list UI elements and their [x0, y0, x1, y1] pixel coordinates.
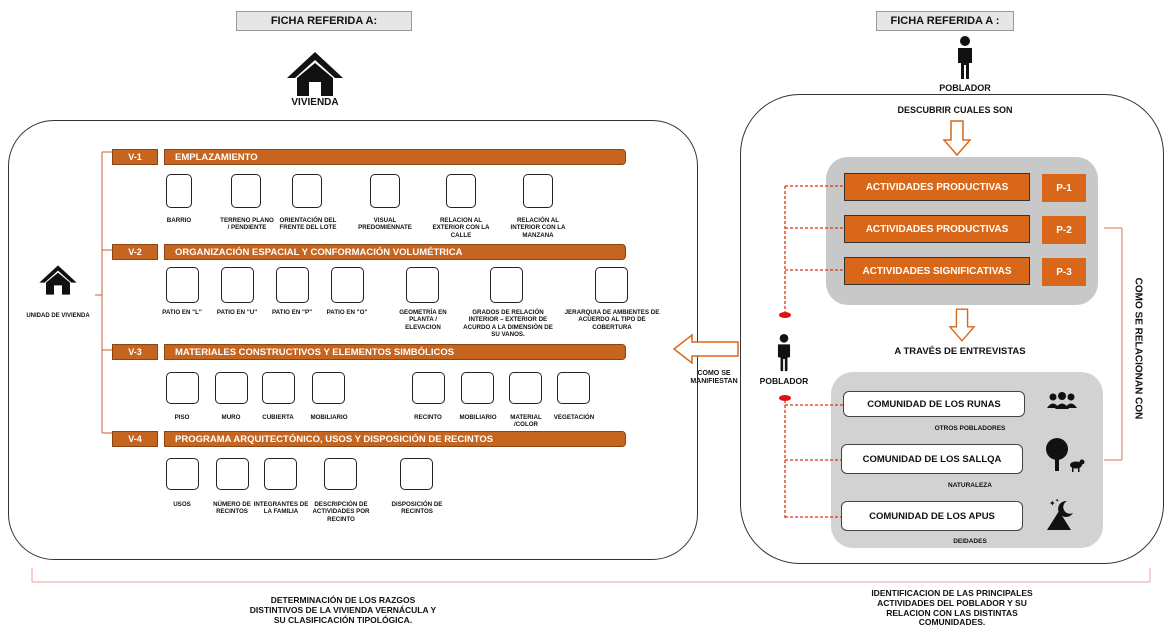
item-label: RECINTO	[414, 414, 442, 421]
item-label: RELACION AL EXTERIOR CON LA CALLE	[432, 217, 490, 239]
item-label: NÚMERO DE RECINTOS	[213, 501, 251, 516]
item-box	[324, 458, 357, 490]
left-header: FICHA REFERIDA A:	[236, 11, 412, 31]
item-label: TERRENO PLANO / PENDIENTE	[220, 217, 274, 232]
tree-animal-icon	[1046, 438, 1085, 472]
item-box	[166, 458, 199, 490]
item-box	[264, 458, 297, 490]
item-box	[595, 267, 628, 303]
item-box	[166, 267, 199, 303]
side-label: COMO SE RELACIONAN CON	[1132, 277, 1144, 419]
vivienda-title: VIVIENDA	[291, 97, 339, 108]
item-label: VEGETACIÓN	[553, 414, 595, 421]
activity-box: ACTIVIDADES SIGNIFICATIVAS	[844, 257, 1030, 285]
item-label: BARRIO	[166, 217, 192, 224]
activity-box: ACTIVIDADES PRODUCTIVAS	[844, 215, 1030, 243]
item-box	[446, 174, 476, 208]
activity-code: P-3	[1042, 258, 1086, 286]
community-box: COMUNIDAD DE LOS RUNAS	[843, 391, 1025, 417]
item-label: INTEGRANTES DE LA FAMILIA	[253, 501, 309, 516]
item-box	[166, 174, 192, 208]
right-header: FICHA REFERIDA A :	[876, 11, 1014, 31]
down-arrow-icon	[948, 308, 976, 342]
item-label: PATIO EN "P"	[271, 309, 312, 316]
activity-box: ACTIVIDADES PRODUCTIVAS	[844, 173, 1030, 201]
item-label: PATIO EN "U"	[216, 309, 258, 316]
house-icon	[39, 265, 77, 295]
section-title: MATERIALES CONSTRUCTIVOS Y ELEMENTOS SIM…	[164, 344, 626, 360]
item-label: GEOMETRÍA EN PLANTA / ELEVACION	[399, 309, 447, 331]
item-box	[509, 372, 542, 404]
community-caption: OTROS POBLADORES	[934, 425, 1006, 432]
discover-text: DESCUBRIR CUALES SON	[897, 105, 1013, 115]
community-box: COMUNIDAD DE LOS APUS	[841, 501, 1023, 531]
item-box	[292, 174, 322, 208]
item-label: CUBIERTA	[262, 414, 294, 421]
item-label: DESCRIPCIÓN DE ACTIVIDADES POR RECINTO	[312, 501, 370, 523]
item-box	[406, 267, 439, 303]
left-footer: DETERMINACIÓN DE LOS RAZGOS DISTINTIVOS …	[249, 595, 437, 625]
item-label: GRADOS DE RELACIÓN INTERIOR – EXTERIOR D…	[463, 309, 553, 339]
item-box	[412, 372, 445, 404]
item-box	[231, 174, 261, 208]
item-box	[276, 267, 309, 303]
item-label: MATERIAL /COLOR	[510, 414, 542, 429]
item-label: ORIENTACIÓN DEL FRENTE DEL LOTE	[279, 217, 337, 232]
item-label: MOBILIARIO	[459, 414, 497, 421]
item-box	[215, 372, 248, 404]
section-tag: V-3	[112, 344, 158, 360]
item-box	[166, 372, 199, 404]
item-box	[400, 458, 433, 490]
item-label: MURO	[221, 414, 241, 421]
arrow-label: COMO SE MANIFIESTAN	[690, 370, 738, 386]
item-label: MOBILIARIO	[310, 414, 348, 421]
item-label: RELACIÓN AL INTERIOR CON LA MANZANA	[510, 217, 566, 239]
community-caption: DEIDADES	[953, 538, 987, 545]
item-box	[216, 458, 249, 490]
item-label: PATIO EN "L"	[162, 309, 202, 316]
item-box	[461, 372, 494, 404]
poblador-title: POBLADOR	[939, 83, 991, 93]
person-icon	[958, 36, 972, 79]
item-box	[370, 174, 400, 208]
item-box	[262, 372, 295, 404]
item-label: USOS	[173, 501, 191, 508]
item-label: PATIO EN "O"	[326, 309, 368, 316]
item-label: VISUAL PREDOMIENNATE	[358, 217, 412, 232]
down-arrow-icon	[942, 120, 972, 157]
community-caption: NATURALEZA	[948, 482, 992, 489]
section-title: PROGRAMA ARQUITECTÓNICO, USOS Y DISPOSIC…	[164, 431, 626, 447]
section-title: EMPLAZAMIENTO	[164, 149, 626, 165]
mountain-sun-icon: ✦ ✦	[1047, 498, 1073, 530]
left-arrow-icon	[672, 333, 739, 365]
unit-label: UNIDAD DE VIVIENDA	[26, 313, 90, 319]
item-box	[557, 372, 590, 404]
item-box	[221, 267, 254, 303]
person-icon	[777, 334, 791, 372]
interviews-text: A TRAVÉS DE ENTREVISTAS	[894, 346, 1026, 357]
house-icon	[287, 52, 343, 96]
item-box	[523, 174, 553, 208]
section-tag: V-1	[112, 149, 158, 165]
activity-code: P-2	[1042, 216, 1086, 244]
section-title: ORGANIZACIÓN ESPACIAL Y CONFORMACIÓN VOL…	[164, 244, 626, 260]
item-box	[331, 267, 364, 303]
item-box	[312, 372, 345, 404]
item-label: DISPOSICIÓN DE RECINTOS	[391, 501, 443, 516]
poblador-label: POBLADOR	[759, 376, 809, 386]
people-icon	[1047, 392, 1077, 409]
svg-text:✦: ✦	[1055, 498, 1059, 504]
item-box	[490, 267, 523, 303]
section-tag: V-4	[112, 431, 158, 447]
item-label: PISO	[174, 414, 190, 421]
community-box: COMUNIDAD DE LOS SALLQA	[841, 444, 1023, 474]
activity-code: P-1	[1042, 174, 1086, 202]
svg-text:✦: ✦	[1049, 499, 1056, 508]
section-tag: V-2	[112, 244, 158, 260]
right-footer: IDENTIFICACION DE LAS PRINCIPALES ACTIVI…	[871, 588, 1033, 628]
item-label: JERARQUIA DE AMBIENTES DE ACUERDO AL TIP…	[564, 309, 660, 331]
